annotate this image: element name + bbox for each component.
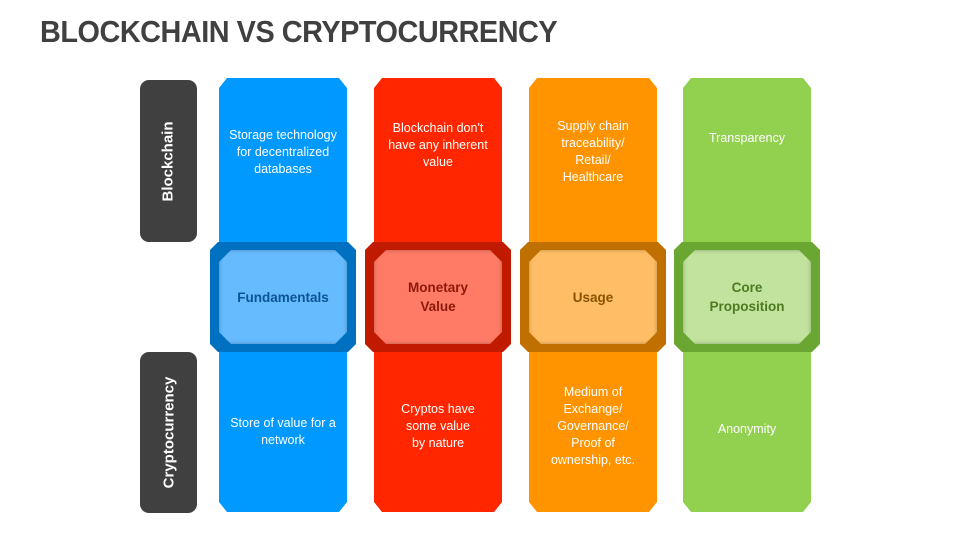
category-band-fundamentals: Fundamentals [210,242,356,352]
blockchain-cell-fundamentals: Storage technology for decentralized dat… [219,78,347,242]
blockchain-cell-core-proposition: Transparency [683,78,811,242]
category-band-core-proposition: Core Proposition [674,242,820,352]
blockchain-text: Storage technology for decentralized dat… [229,127,337,176]
column-fundamentals: Storage technology for decentralized dat… [210,0,356,540]
column-usage: Supply chain traceability/ Retail/ Healt… [520,0,666,540]
cryptocurrency-cell-core-proposition: Anonymity [683,352,811,512]
column-monetary-value: Blockchain don't have any inherent value… [365,0,511,540]
category-label-box: Fundamentals [219,250,347,344]
row-label-cryptocurrency: Cryptocurrency [140,352,197,513]
cryptocurrency-cell-usage: Medium of Exchange/ Governance/ Proof of… [529,352,657,512]
blockchain-cell-usage: Supply chain traceability/ Retail/ Healt… [529,78,657,242]
cryptocurrency-cell-fundamentals: Store of value for a network [219,352,347,512]
blockchain-text: Supply chain traceability/ Retail/ Healt… [557,119,629,184]
category-label: Monetary Value [407,280,468,314]
cryptocurrency-text: Medium of Exchange/ Governance/ Proof of… [550,384,636,467]
category-label: Usage [572,289,614,305]
category-band-monetary-value: Monetary Value [365,242,511,352]
category-label: Core Proposition [709,280,785,314]
category-label-box: Monetary Value [374,250,502,344]
category-label-box: Usage [529,250,657,344]
blockchain-cell-monetary-value: Blockchain don't have any inherent value [374,78,502,242]
blockchain-text: Transparency [709,130,785,145]
row-label-blockchain-text: Blockchain [160,120,177,202]
row-label-blockchain: Blockchain [140,80,197,242]
row-label-cryptocurrency-text: Cryptocurrency [160,376,178,489]
cryptocurrency-text: Store of value for a network [230,416,336,447]
cryptocurrency-text: Anonymity [717,421,777,436]
column-core-proposition: Transparency Core Proposition Anonymity [674,0,820,540]
page-title: BLOCKCHAIN VS CRYPTOCURRENCY [40,14,558,49]
cryptocurrency-cell-monetary-value: Cryptos have some value by nature [374,352,502,512]
category-label-box: Core Proposition [683,250,811,344]
cryptocurrency-text: Cryptos have some value by nature [401,401,475,450]
category-band-usage: Usage [520,242,666,352]
category-label: Fundamentals [237,289,329,305]
blockchain-text: Blockchain don't have any inherent value [388,120,488,169]
